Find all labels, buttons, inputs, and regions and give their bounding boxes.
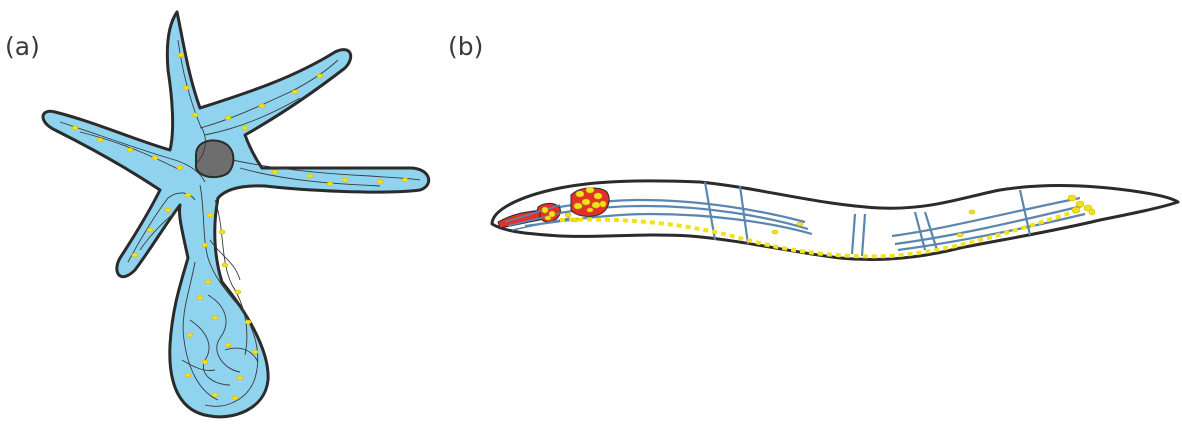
hydra-organism <box>43 12 429 417</box>
hydra-body <box>43 12 429 417</box>
nucleus <box>196 141 233 178</box>
worm-organism <box>492 181 1178 260</box>
